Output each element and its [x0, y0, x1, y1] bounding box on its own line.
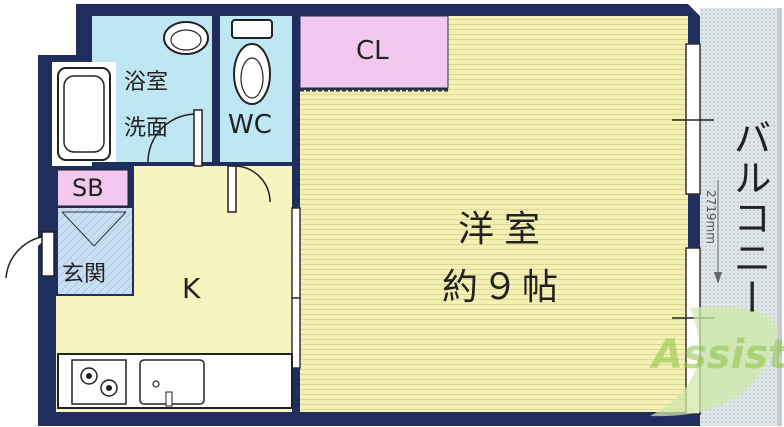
- entrance-door: [5, 235, 49, 279]
- balcony-dimension-label: 2719mm: [704, 190, 718, 244]
- room-label-toilet: WC: [228, 110, 272, 140]
- room-label-entrance: 玄関: [62, 262, 107, 287]
- bath-door: [147, 113, 197, 163]
- balcony-window-upper: [685, 43, 701, 195]
- room-size-western: 約９帖: [442, 267, 563, 308]
- room-label-washroom: 洗面: [124, 116, 169, 141]
- kitchen-floor: [56, 166, 292, 412]
- room-label-kitchen: K: [182, 272, 201, 305]
- watermark-text: Assist: [652, 332, 784, 378]
- room-label-western: 洋室: [458, 209, 551, 250]
- room-label-bath: 浴室: [124, 70, 169, 95]
- room-label-balcony: バルコニー: [727, 118, 771, 318]
- entrance-floor: [56, 208, 132, 294]
- room-label-shoe-box: SB: [72, 174, 104, 202]
- stove: [71, 359, 127, 405]
- shoe-box-area: [55, 169, 129, 207]
- assist-logo: [650, 306, 778, 417]
- wc-door: [233, 165, 271, 203]
- balcony-rail: [777, 8, 782, 426]
- toilet-tank: [231, 19, 273, 39]
- room-label-closet: CL: [356, 36, 389, 66]
